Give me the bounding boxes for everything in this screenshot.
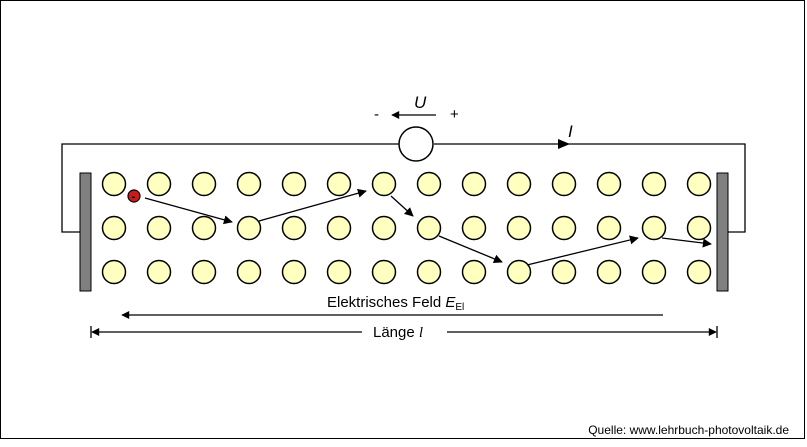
atom xyxy=(506,259,532,285)
right-electrode xyxy=(716,172,729,292)
atom xyxy=(146,215,172,241)
atom xyxy=(146,259,172,285)
atom xyxy=(281,171,307,197)
electron-path-segment xyxy=(258,188,367,222)
electron-path-segment xyxy=(438,235,503,264)
electron-path-segment xyxy=(526,235,639,266)
atom xyxy=(191,171,217,197)
atom xyxy=(551,215,577,241)
atom xyxy=(416,259,442,285)
atom xyxy=(236,259,262,285)
atom xyxy=(596,215,622,241)
atom xyxy=(326,259,352,285)
atom xyxy=(686,215,712,241)
atom xyxy=(596,171,622,197)
atom xyxy=(461,215,487,241)
atom xyxy=(371,215,397,241)
left-electrode xyxy=(79,172,92,292)
electron-path-segment xyxy=(144,197,233,225)
atom xyxy=(461,259,487,285)
atom-lattice xyxy=(101,171,712,285)
atom xyxy=(191,259,217,285)
atom xyxy=(191,215,217,241)
atom xyxy=(236,171,262,197)
atom xyxy=(146,171,172,197)
source-credit: Quelle: www.lehrbuch-photovoltaik.de xyxy=(588,423,789,437)
atom xyxy=(641,259,667,285)
field-symbol: E xyxy=(445,294,456,311)
atom xyxy=(551,259,577,285)
atom xyxy=(551,171,577,197)
atom xyxy=(641,171,667,197)
atom xyxy=(101,215,127,241)
atom xyxy=(371,171,397,197)
current-arrow xyxy=(558,139,570,149)
length-label: Länge l xyxy=(373,324,423,341)
atom xyxy=(686,171,712,197)
voltage-minus-sign: - xyxy=(374,106,379,123)
atom xyxy=(416,215,442,241)
atom xyxy=(686,259,712,285)
electron xyxy=(127,189,141,203)
atom xyxy=(281,259,307,285)
atom xyxy=(236,215,262,241)
voltage-label: U xyxy=(414,93,427,112)
atom xyxy=(506,171,532,197)
atom xyxy=(101,259,127,285)
atom xyxy=(101,171,127,197)
electron-path-segment xyxy=(661,237,712,248)
field-subscript: El xyxy=(455,302,464,313)
electron-path-segment xyxy=(390,195,414,217)
atom xyxy=(326,215,352,241)
electron-path xyxy=(144,188,712,266)
voltage-plus-sign: + xyxy=(450,106,459,123)
current-label: I xyxy=(568,122,573,141)
atom xyxy=(416,171,442,197)
atom xyxy=(326,171,352,197)
atom xyxy=(461,171,487,197)
atom xyxy=(506,215,532,241)
length-symbol: l xyxy=(419,325,423,341)
atom xyxy=(371,259,397,285)
atom xyxy=(641,215,667,241)
atom xyxy=(596,259,622,285)
field-label: Elektrisches Feld EEl xyxy=(327,294,464,313)
circuit-wire xyxy=(61,143,746,233)
voltage-source xyxy=(398,126,434,162)
atom xyxy=(281,215,307,241)
electron-sign: - xyxy=(132,191,136,203)
diagram-frame xyxy=(0,0,805,439)
